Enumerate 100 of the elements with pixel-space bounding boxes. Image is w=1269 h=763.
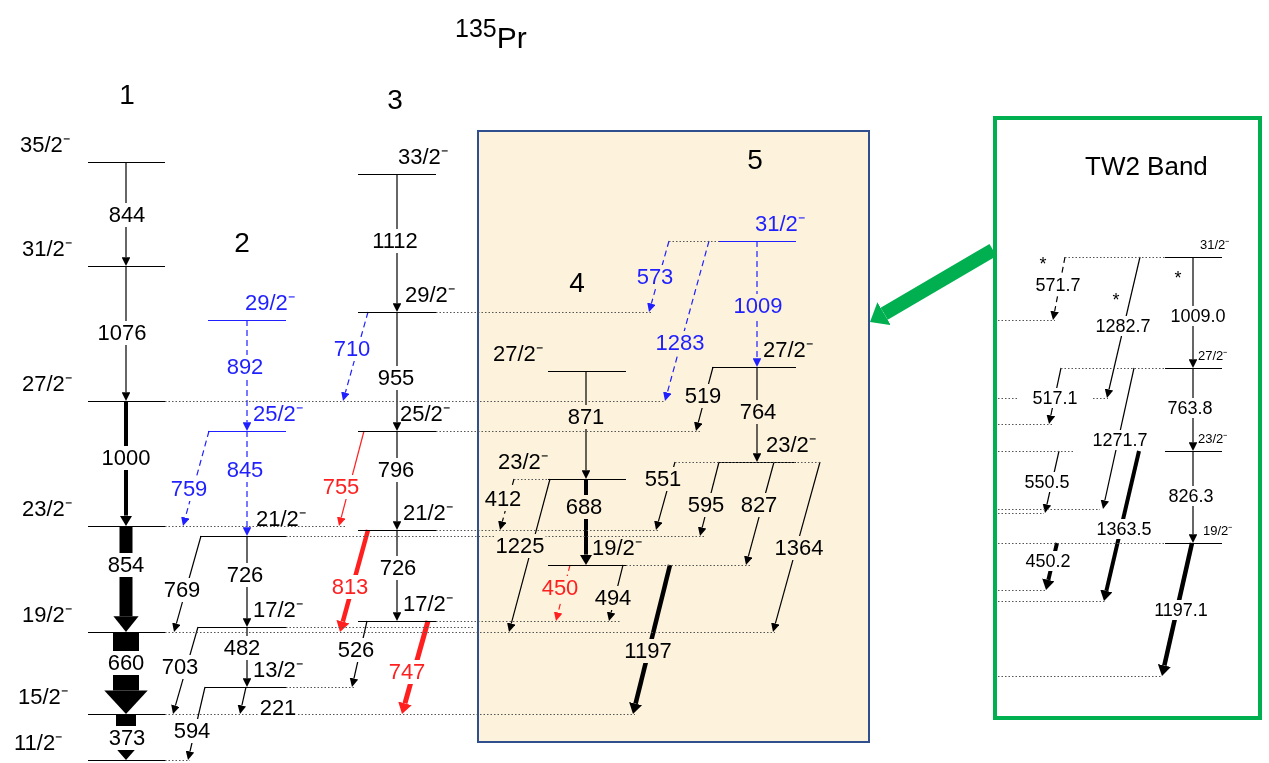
transition-energy: 1000: [100, 446, 152, 470]
transition-arrow: [1050, 256, 1066, 320]
transition-arrow: [113, 526, 139, 632]
spin-label: 31/2⁻: [1200, 238, 1230, 251]
title: $^{135}$Pr: [455, 14, 527, 55]
transition-energy: 1009.0: [1169, 306, 1227, 326]
transition-energy: 796: [376, 458, 416, 482]
transition-energy: 764: [738, 400, 778, 424]
spin-label: 29/2⁻: [405, 284, 455, 306]
transition-arrow: [181, 430, 210, 526]
spin-label: 17/2⁻: [403, 593, 453, 615]
transition-energy: 1112: [371, 229, 419, 253]
spin-label: 29/2⁻: [245, 292, 295, 314]
transition-energy: 813: [330, 575, 370, 599]
transition-energy: 826.3: [1167, 486, 1215, 506]
mark-symbol: *: [1038, 254, 1048, 274]
band-number: 3: [386, 85, 404, 115]
transition-energy: 573: [635, 265, 675, 289]
transition-energy: 688: [564, 495, 604, 519]
energy-level: [498, 451, 626, 481]
transition-energy: 871: [566, 405, 606, 429]
spin-label: 31/2⁻: [22, 238, 72, 260]
transition-energy: 854: [106, 553, 146, 577]
spin-label: 19/2⁻: [592, 537, 642, 559]
transition-energy: 594: [172, 719, 212, 743]
spin-label: 35/2⁻: [20, 134, 70, 156]
level-line: [998, 599, 1105, 603]
band-number: 1: [118, 80, 136, 110]
spin-label: 11/2⁻: [14, 732, 63, 754]
transition-energy: 703: [160, 655, 200, 679]
mark-symbol: *: [1173, 268, 1183, 288]
level-line: [998, 507, 1100, 511]
transition-energy: 827: [739, 493, 779, 517]
transition-energy: 747: [387, 660, 427, 684]
energy-level: [22, 238, 165, 268]
level-line: [998, 422, 1052, 426]
spin-label: 13/2⁻: [253, 659, 303, 681]
level-line: [998, 674, 1162, 678]
spin-label: 31/2⁻: [755, 213, 805, 235]
spin-label: 23/2⁻: [22, 498, 72, 520]
transition-energy: 526: [336, 638, 376, 662]
transition-energy: 726: [378, 556, 418, 580]
mark-symbol: *: [1111, 290, 1121, 310]
transition-energy: 845: [225, 458, 265, 482]
spin-label: 23/2⁻: [498, 451, 548, 473]
spin-label: 27/2⁻: [493, 343, 543, 365]
transition-energy: 450: [540, 576, 580, 600]
transition-energy: 844: [107, 203, 147, 227]
spin-label: 21/2⁻: [256, 508, 306, 530]
band-number: 5: [746, 145, 764, 175]
transition-arrow: [1100, 450, 1141, 601]
energy-level: [208, 292, 295, 322]
transition-energy: 450.2: [1024, 551, 1072, 571]
transition-energy: 660: [106, 651, 146, 675]
spin-label: 33/2⁻: [398, 146, 448, 168]
inset-panel: [993, 116, 1262, 720]
transition-energy: 373: [107, 726, 147, 750]
transition-arrow: [104, 632, 148, 714]
transition-energy: 1271.7: [1091, 430, 1149, 450]
transition-energy: 571.7: [1034, 275, 1082, 295]
energy-level: [208, 403, 303, 433]
transition-energy: 1197: [623, 639, 673, 663]
band-number: 4: [568, 268, 586, 298]
transition-energy: 1282.7: [1094, 316, 1152, 336]
level-line: [998, 318, 1055, 322]
spin-label: 17/2⁻: [253, 599, 303, 621]
transition-energy: 710: [332, 337, 372, 361]
transition-energy: 1225: [494, 534, 546, 558]
spin-label: 27/2⁻: [22, 373, 72, 395]
spin-label: 23/2⁻: [766, 434, 816, 456]
transition-arrow: [237, 686, 247, 714]
spin-label: 15/2⁻: [18, 686, 68, 708]
level-line: [998, 511, 1044, 515]
transition-arrow: [242, 319, 252, 431]
transition-energy: 1363.5: [1095, 519, 1153, 539]
transition-energy: 759: [169, 477, 209, 501]
transition-arrow: [341, 311, 369, 401]
transition-energy: 955: [376, 366, 416, 390]
spin-label: 21/2⁻: [403, 502, 453, 524]
transition-energy: 550.5: [1023, 472, 1071, 492]
transition-energy: 1197.1: [1153, 600, 1209, 620]
spin-label: 27/2⁻: [763, 339, 813, 361]
energy-level: [712, 339, 813, 369]
transition-energy: 892: [225, 355, 265, 379]
band-number: 2: [233, 228, 251, 258]
transition-arrow: [752, 240, 762, 367]
transition-energy: 1364: [773, 536, 825, 560]
transition-energy: 482: [222, 636, 262, 660]
transition-energy: 755: [321, 475, 361, 499]
transition-energy: 726: [225, 563, 265, 587]
transition-energy: 412: [483, 487, 523, 511]
level-line: [998, 588, 1046, 592]
spin-label: 27/2⁻: [1198, 349, 1228, 362]
spin-label: 19/2⁻: [22, 604, 72, 626]
energy-level: [358, 146, 448, 176]
transition-energy: 519: [683, 384, 723, 408]
transition-energy: 517.1: [1031, 388, 1079, 408]
spin-label: 23/2⁻: [1198, 432, 1228, 445]
transition-arrow: [242, 430, 252, 536]
transition-arrow: [629, 564, 673, 714]
